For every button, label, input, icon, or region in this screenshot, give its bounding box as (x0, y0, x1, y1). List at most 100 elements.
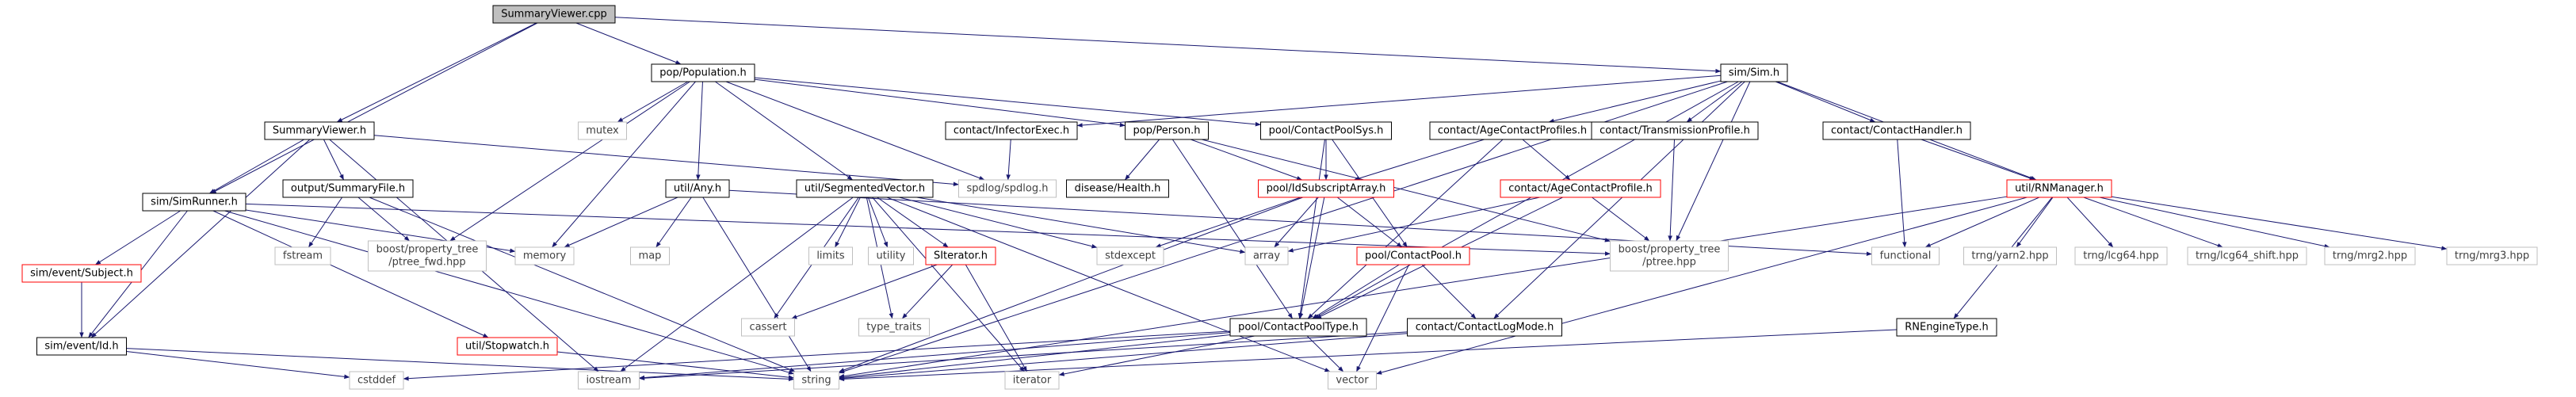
node-box (651, 63, 755, 82)
node-ptree: boost/property_tree/ptree.hpp (1610, 240, 1729, 272)
node-util_any[interactable]: util/Any.h (665, 179, 730, 198)
edge-root-to-pop_population (575, 22, 682, 65)
node-rnmanager[interactable]: util/RNManager.h (2006, 179, 2112, 198)
edge-agecontactprofiles-to-contactpooltype (1307, 139, 1504, 319)
node-trng_yarn2: trng/yarn2.hpp (1963, 246, 2057, 265)
edge-util_any-to-string (702, 197, 812, 372)
node-box (868, 246, 914, 265)
edge-rnmanager-to-trng_mrg2 (2099, 197, 2330, 249)
node-box (1896, 318, 1997, 337)
node-box (958, 179, 1057, 198)
node-box (1244, 246, 1289, 265)
node-functional: functional (1871, 246, 1940, 265)
edge-summaryfile-to-fstream (308, 197, 343, 248)
node-summaryviewer_h[interactable]: SummaryViewer.h (264, 121, 375, 140)
node-siterator[interactable]: SIterator.h (925, 246, 996, 265)
node-event_subject[interactable]: sim/event/Subject.h (21, 264, 142, 283)
edge-rnmanager-to-functional (1924, 197, 2040, 248)
node-box (21, 264, 142, 283)
node-label: sim/SimRunner.h (151, 197, 238, 208)
node-segmentedvector[interactable]: util/SegmentedVector.h (796, 179, 934, 198)
node-idsubscriptarray[interactable]: pool/IdSubscriptArray.h (1258, 179, 1394, 198)
node-label: vector (1336, 375, 1369, 387)
node-rnenginetype[interactable]: RNEngineType.h (1896, 318, 1997, 337)
node-health[interactable]: disease/Health.h (1066, 179, 1169, 198)
node-label: RNEngineType.h (1905, 322, 1989, 334)
node-contacthandler[interactable]: contact/ContactHandler.h (1822, 121, 1971, 140)
edge-event_id-to-string (126, 348, 794, 382)
edge-sim_sim-to-agecontactprofiles (1548, 80, 1722, 124)
node-event_id[interactable]: sim/event/Id.h (36, 337, 127, 356)
node-contactpooltype[interactable]: pool/ContactPoolType.h (1229, 318, 1367, 337)
node-label: disease/Health.h (1075, 183, 1161, 195)
edge-siterator-to-iterator (965, 264, 1028, 372)
node-utility: utility (868, 246, 914, 265)
node-ptree_fwd: boost/property_tree/ptree_fwd.hpp (368, 240, 487, 272)
edge-contactpooltype-to-string (839, 334, 1231, 380)
node-agecontactprofiles[interactable]: contact/AgeContactProfiles.h (1429, 121, 1596, 140)
node-label: stdexcept (1105, 250, 1156, 262)
node-label: spdlog/spdlog.h (967, 183, 1049, 195)
edge-idsubscriptarray-to-array (1274, 197, 1319, 248)
node-label: output/SummaryFile.h (291, 183, 405, 195)
edge-contactpooltype-to-cstddef (403, 330, 1231, 381)
edge-contacthandler-to-rnmanager (1921, 139, 2035, 181)
edge-contactlogmode-to-iostream (639, 331, 1408, 381)
node-box (1096, 246, 1164, 265)
node-type_traits: type_traits (858, 318, 930, 337)
edge-siterator-to-type_traits (901, 264, 954, 319)
node-agecontactprofile[interactable]: contact/AgeContactProfile.h (1500, 179, 1661, 198)
edge-contactpoolsys-to-contactpooltype (1298, 139, 1325, 319)
node-box (368, 240, 487, 272)
node-box (1328, 371, 1377, 390)
edge-root-to-summaryviewer_h (336, 22, 537, 123)
node-box (1260, 121, 1392, 140)
node-label: mutex (586, 125, 619, 137)
node-label: pop/Population.h (659, 67, 747, 79)
node-iostream: iostream (578, 371, 640, 390)
node-transmissionprofile[interactable]: contact/TransmissionProfile.h (1591, 121, 1759, 140)
node-summaryfile[interactable]: output/SummaryFile.h (282, 179, 414, 198)
node-label: memory (523, 250, 567, 262)
node-string: string (793, 371, 839, 390)
node-label: SIterator.h (934, 250, 988, 262)
node-stopwatch[interactable]: util/Stopwatch.h (457, 337, 558, 356)
edge-pop_person-to-ptree (1202, 139, 1611, 242)
node-label: util/RNManager.h (2015, 183, 2104, 195)
node-spdlog: spdlog/spdlog.h (958, 179, 1057, 198)
node-label: utility (877, 250, 906, 262)
node-pop_population[interactable]: pop/Population.h (651, 63, 755, 82)
node-box (1229, 318, 1367, 337)
node-contactlogmode[interactable]: contact/ContactLogMode.h (1407, 318, 1562, 337)
edge-rnmanager-to-trng_yarn2 (2016, 197, 2054, 248)
node-contactpool[interactable]: pool/ContactPool.h (1356, 246, 1470, 265)
edge-segmentedvector-to-array (916, 197, 1246, 254)
node-sim_simrunner[interactable]: sim/SimRunner.h (142, 193, 247, 212)
node-contactpoolsys[interactable]: pool/ContactPoolSys.h (1260, 121, 1392, 140)
node-map: map (630, 246, 670, 265)
node-label: cstddef (357, 375, 396, 387)
node-box (36, 337, 127, 356)
node-pop_person[interactable]: pop/Person.h (1125, 121, 1209, 140)
node-box (492, 5, 616, 24)
node-box (630, 246, 670, 265)
node-infectorexec[interactable]: contact/InfectorExec.h (945, 121, 1078, 140)
node-trng_mrg2: trng/mrg2.hpp (2324, 246, 2416, 265)
node-box (1591, 121, 1759, 140)
edge-segmentedvector-to-vector (886, 197, 1331, 372)
node-cassert: cassert (741, 318, 795, 337)
edge-contactpooltype-to-iostream (639, 332, 1231, 380)
node-box (2446, 246, 2538, 265)
edge-sim_simrunner-to-string (224, 210, 794, 375)
edge-sim_simrunner-to-stopwatch (212, 210, 489, 338)
node-label: /ptree_fwd.hpp (388, 257, 465, 269)
node-label: trng/mrg2.hpp (2333, 250, 2407, 262)
edge-pop_population-to-contactpoolsys (754, 77, 1261, 127)
node-trng_mrg3: trng/mrg3.hpp (2446, 246, 2538, 265)
edge-contactpool-to-contactpooltype (1312, 264, 1400, 319)
node-box (1871, 246, 1940, 265)
node-box (349, 371, 404, 390)
node-sim_sim[interactable]: sim/Sim.h (1720, 63, 1788, 82)
node-label: sim/Sim.h (1729, 67, 1779, 79)
edge-segmentedvector-to-iostream (620, 197, 854, 372)
